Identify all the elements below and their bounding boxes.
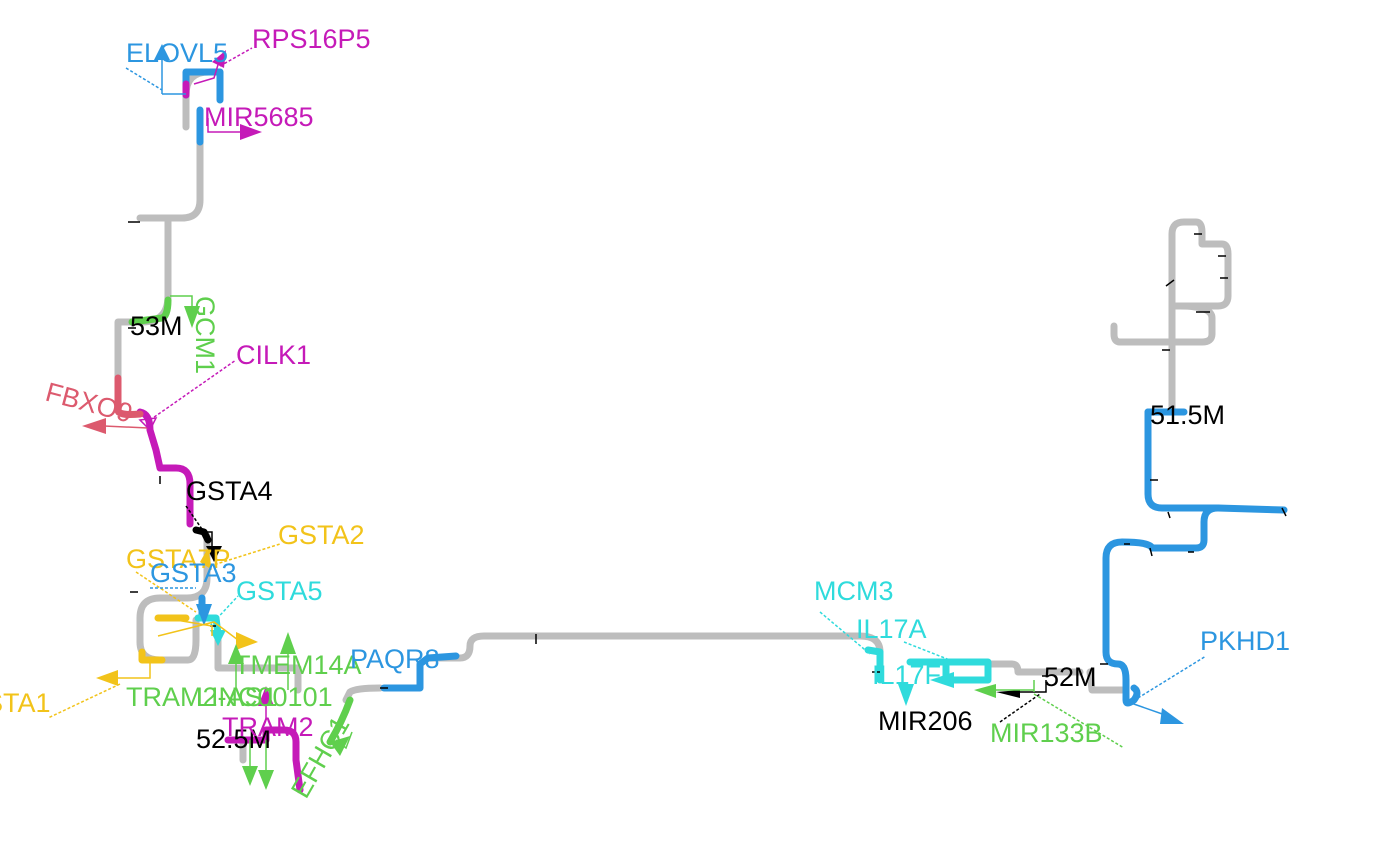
graph-tick-marks xyxy=(128,221,1287,689)
magenta-segments xyxy=(136,80,304,794)
gene-arrows xyxy=(47,44,1207,790)
position-label-53m: 53M xyxy=(130,311,183,341)
gene-label-il17f: IL17F xyxy=(872,660,941,690)
gene-label-mir133b: MIR133B xyxy=(990,718,1103,748)
gene-label-gsta1: GSTA1 xyxy=(0,688,51,718)
gene-label-gsta4: GSTA4 xyxy=(186,476,273,506)
position-label-52-5m: 52.5M xyxy=(196,724,271,754)
blue-segments xyxy=(182,68,1288,707)
gene-label-cilk1: CILK1 xyxy=(236,340,311,370)
position-label-52m: 52M xyxy=(1044,662,1097,692)
gene-label-elovl5: ELOVL5 xyxy=(126,38,228,68)
yellow-segments xyxy=(138,614,190,664)
gene-label-gsta5: GSTA5 xyxy=(236,576,323,606)
gene-label-tram2: TRAM2 xyxy=(222,712,314,742)
position-labels: 53M 52.5M 52M 51.5M xyxy=(130,311,1225,754)
gene-label-mir206: MIR206 xyxy=(878,706,973,736)
position-label-51-5m: 51.5M xyxy=(1150,400,1225,430)
gene-label-gcm1: GCM1 xyxy=(190,296,220,374)
gene-label-paqr8: PAQR8 xyxy=(350,644,440,674)
gene-label-gsta3: GSTA3 xyxy=(150,558,237,588)
backbone-track xyxy=(114,68,1232,764)
gene-label-tmem14a: TMEM14A xyxy=(234,650,362,680)
gene-label-rps16p5: RPS16P5 xyxy=(252,24,371,54)
gene-label-fbxo9: FBXO9 xyxy=(42,377,135,429)
green-segments xyxy=(128,296,354,746)
gene-label-il17a: IL17A xyxy=(856,614,927,644)
gene-label-pkhd1: PKHD1 xyxy=(1200,626,1290,656)
gene-label-mcm3: MCM3 xyxy=(814,576,894,606)
gene-label-linc00101: LINC00101 xyxy=(196,682,333,712)
gene-label-tram2-as1: TRAM2-AS1 xyxy=(126,682,278,712)
gene-label-gsta2: GSTA2 xyxy=(278,520,365,550)
gene-label-gsta7p: GSTA7P xyxy=(126,544,231,574)
red-segments xyxy=(114,374,144,418)
gene-label-mir5685: MIR5685 xyxy=(204,102,314,132)
